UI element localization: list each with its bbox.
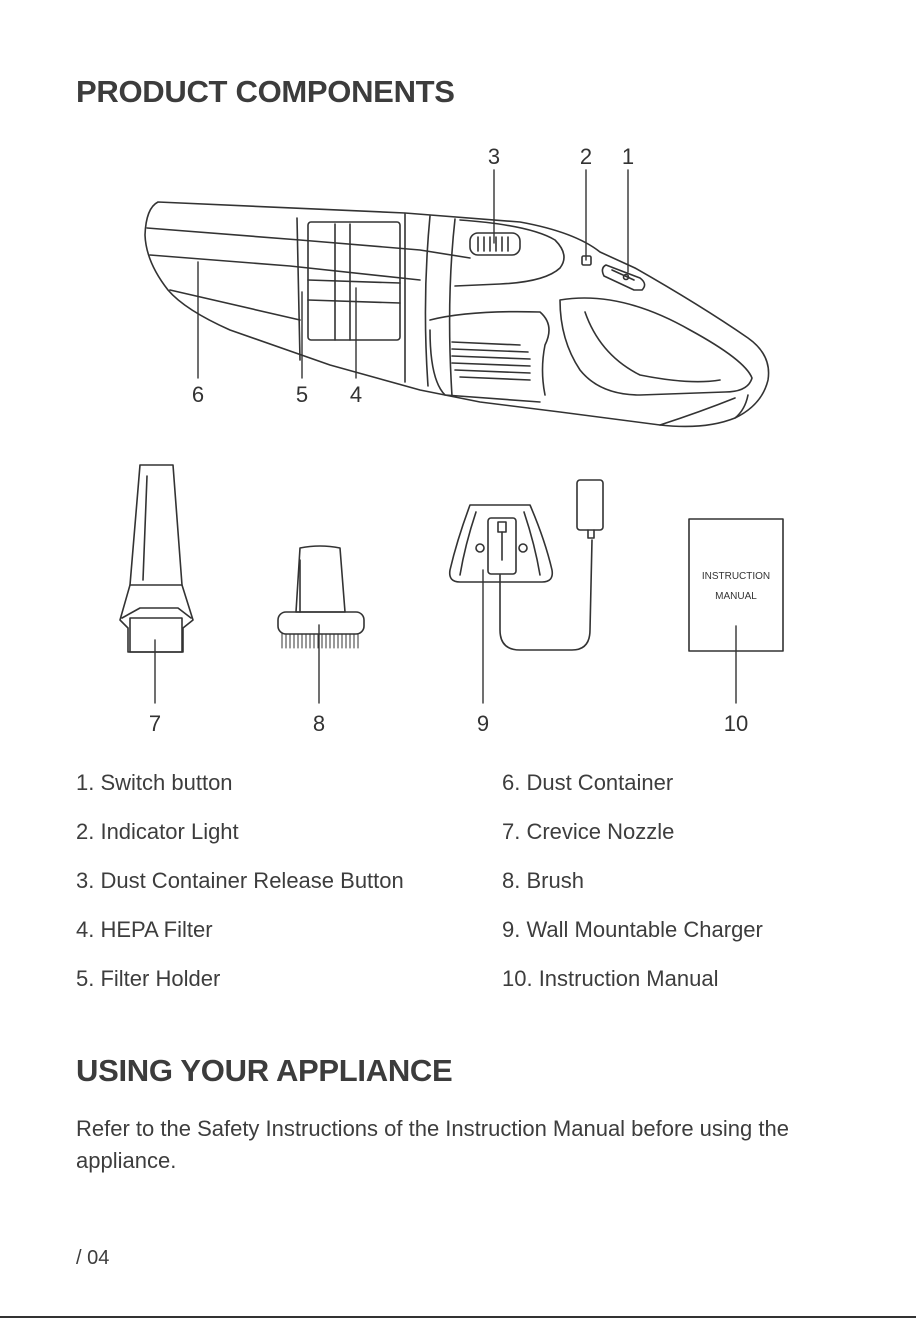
callout-10: 10 [724, 711, 748, 736]
handheld-vacuum [144, 201, 770, 428]
component-item: 7. Crevice Nozzle [502, 819, 675, 844]
product-components-illustration: 3 2 1 6 5 4 7 8 9 10 INSTRUCTION MANUAL [119, 144, 784, 736]
callout-7: 7 [149, 711, 161, 736]
callout-6: 6 [192, 382, 204, 407]
component-item: 1. Switch button [76, 770, 233, 795]
switch-button [601, 264, 646, 291]
callout-3: 3 [488, 144, 500, 169]
components-list-right: 6. Dust Container 7. Crevice Nozzle 8. B… [502, 772, 763, 1017]
component-item: 8. Brush [502, 868, 584, 893]
leader-lines [154, 169, 737, 704]
section-title-product-components: PRODUCT COMPONENTS [76, 74, 455, 109]
component-item: 3. Dust Container Release Button [76, 868, 404, 893]
safety-instructions-text: Refer to the Safety Instructions of the … [76, 1116, 789, 1173]
page-number: / 04 [76, 1247, 110, 1269]
manual-label-line2: MANUAL [715, 591, 757, 602]
air-vents [451, 341, 531, 381]
section-title-using-appliance: USING YOUR APPLIANCE [76, 1053, 453, 1088]
component-item: 9. Wall Mountable Charger [502, 917, 763, 942]
callout-5: 5 [296, 382, 308, 407]
bottom-rule [0, 1316, 916, 1318]
component-item: 2. Indicator Light [76, 819, 239, 844]
manual-label-line1: INSTRUCTION [702, 571, 770, 582]
wall-mountable-charger [448, 479, 604, 651]
callout-8: 8 [313, 711, 325, 736]
callout-9: 9 [477, 711, 489, 736]
component-item: 5. Filter Holder [76, 966, 221, 991]
component-item: 4. HEPA Filter [76, 917, 213, 942]
brush [277, 545, 365, 649]
component-item: 6. Dust Container [502, 770, 674, 795]
crevice-nozzle [119, 464, 194, 653]
dust-container-release-button [469, 232, 521, 256]
callout-4: 4 [350, 382, 362, 407]
callout-2: 2 [580, 144, 592, 169]
component-item: 10. Instruction Manual [502, 966, 719, 991]
components-list-left: 1. Switch button 2. Indicator Light 3. D… [76, 772, 404, 1017]
hepa-filter-window [307, 221, 401, 341]
callout-1: 1 [622, 144, 634, 169]
